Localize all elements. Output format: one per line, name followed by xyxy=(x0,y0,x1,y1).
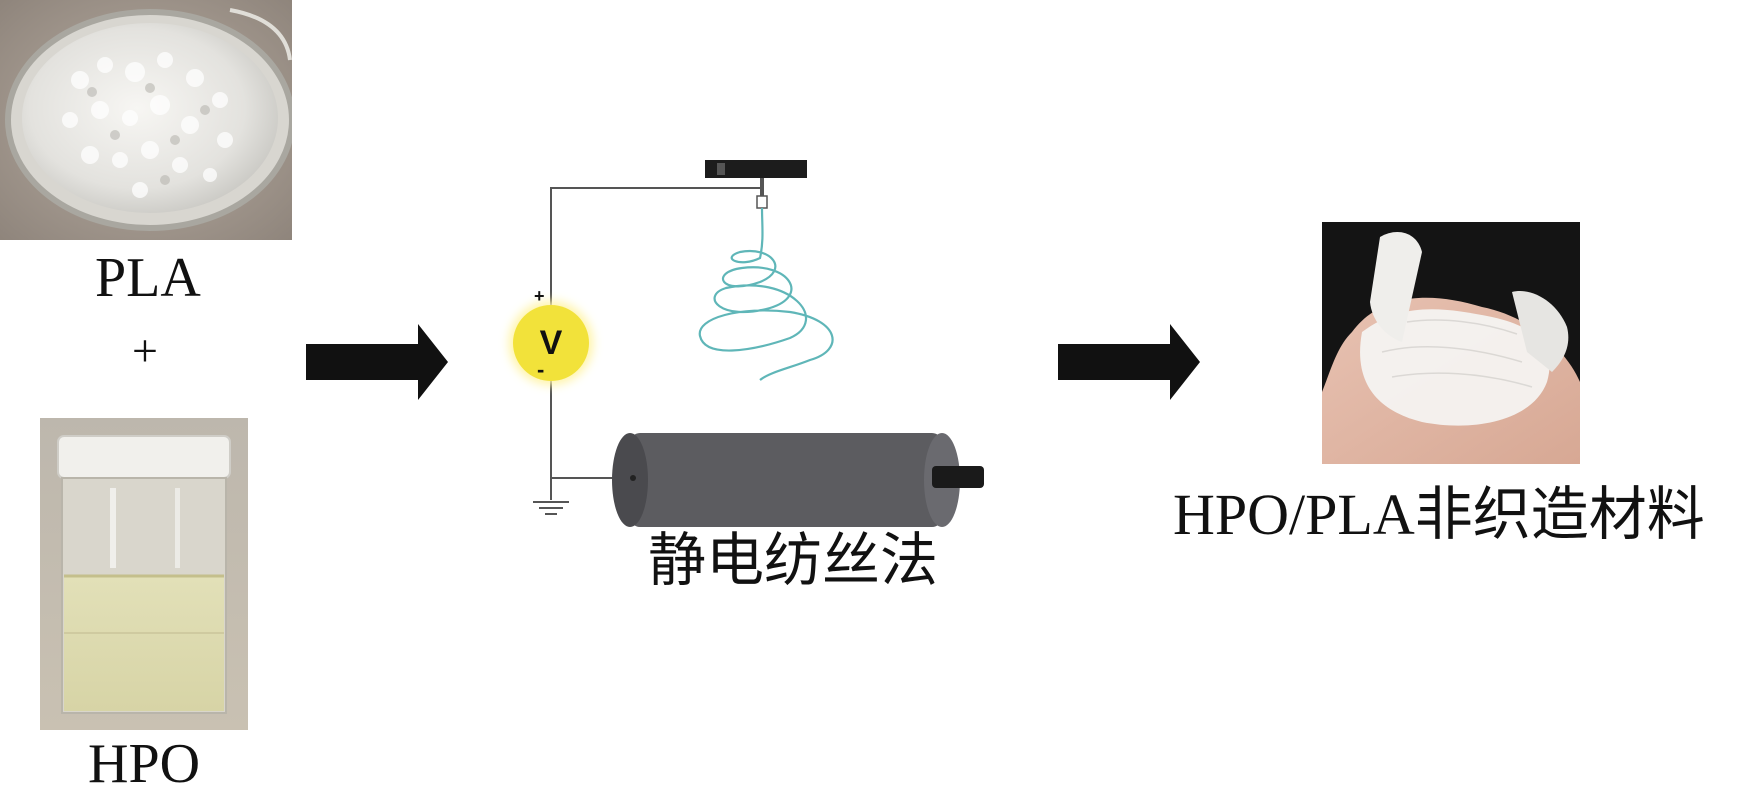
plus-sign: + xyxy=(132,325,158,376)
polarity-positive: + xyxy=(534,286,545,306)
output-label: HPO/PLA非织造材料 xyxy=(1173,482,1705,547)
pla-label: PLA xyxy=(95,247,201,309)
process-label: 静电纺丝法 xyxy=(648,528,939,593)
hpo-photo xyxy=(40,418,248,730)
fiber-spiral xyxy=(698,207,834,381)
output-photo xyxy=(1322,222,1580,464)
hpo-label: HPO xyxy=(88,733,201,795)
arrow-to-process xyxy=(306,324,448,400)
polarity-negative: - xyxy=(537,357,545,382)
arrow-to-output xyxy=(1058,324,1200,400)
voltage-symbol: V xyxy=(539,324,563,362)
voltage-source-icon: V xyxy=(513,305,589,381)
pla-photo xyxy=(0,0,292,240)
ground-icon xyxy=(533,501,569,515)
syringe-icon xyxy=(705,160,807,209)
collector-drum xyxy=(612,433,984,527)
